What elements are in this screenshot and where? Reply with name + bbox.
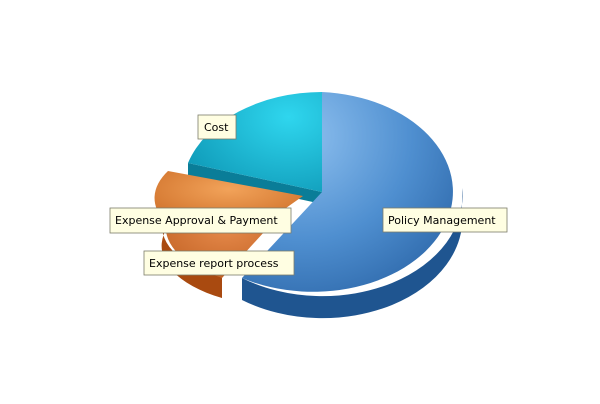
label-cost: Cost xyxy=(197,114,237,140)
label-text-expense-report-process: Expense report process xyxy=(149,257,279,270)
label-text-expense-approval-payment: Expense Approval & Payment xyxy=(115,214,278,227)
label-box-cost xyxy=(197,114,237,140)
slice-side-expense-approval-payment xyxy=(161,215,222,298)
label-box-policy-management xyxy=(382,207,508,233)
label-text-cost: Cost xyxy=(204,121,229,134)
slice-policy-management xyxy=(242,92,453,292)
label-policy-management: Policy Management xyxy=(382,207,508,233)
slice-side-policy-management xyxy=(242,188,463,319)
label-box-expense-report-process xyxy=(143,250,295,276)
label-text-policy-management: Policy Management xyxy=(388,214,496,227)
slice-cost xyxy=(188,92,322,192)
label-expense-approval-payment: Expense Approval & Payment xyxy=(109,207,292,234)
label-expense-report-process: Expense report process xyxy=(143,250,295,276)
label-box-expense-approval-payment xyxy=(109,207,292,234)
